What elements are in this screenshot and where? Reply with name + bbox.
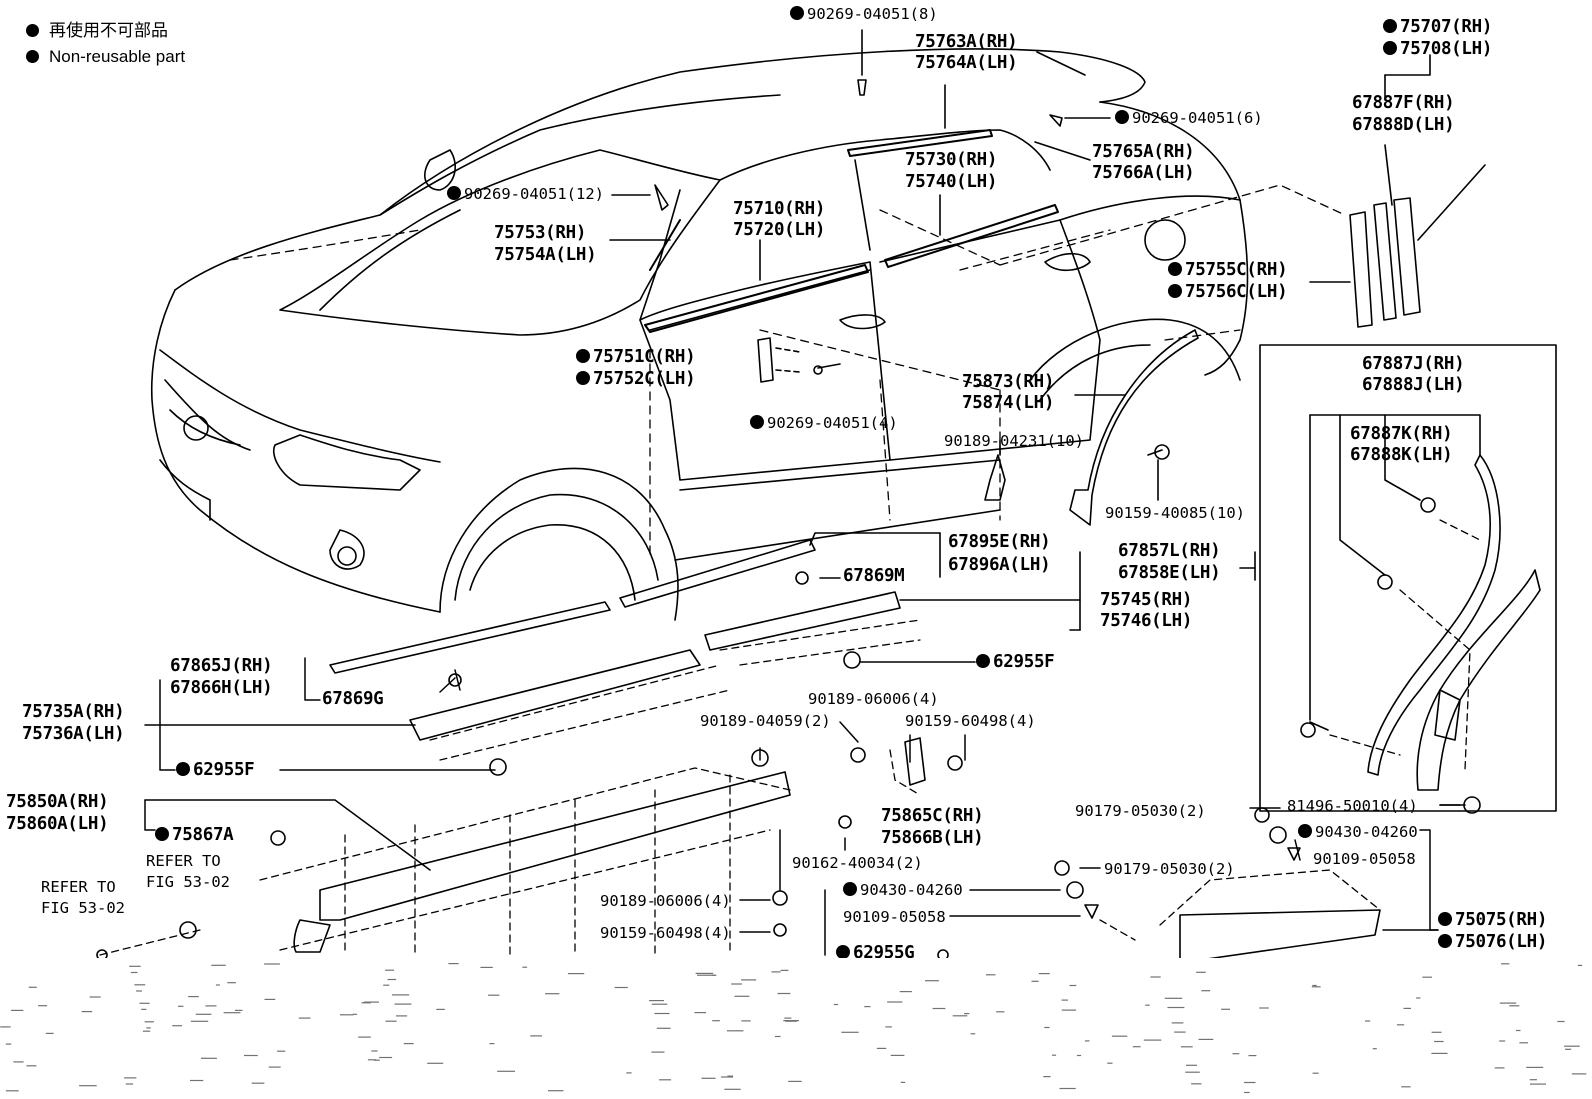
part-label: 75730(RH) — [905, 150, 998, 170]
part-label: 90159-60498(4) — [600, 924, 731, 942]
part-label: 75710(RH) — [733, 199, 826, 219]
part-label: 75708(LH) — [1383, 39, 1492, 60]
part-label: 75850A(RH) — [6, 792, 109, 812]
part-label: 90109-05058 — [843, 908, 946, 926]
inset-frame — [1259, 344, 1557, 812]
part-label: 75860A(LH) — [6, 814, 109, 834]
part-label: 90189-06006(4) — [600, 892, 731, 910]
leader-lines — [144, 657, 1461, 956]
part-label: 67887K(RH) — [1350, 424, 1453, 444]
part-label: 67866H(LH) — [170, 678, 273, 698]
part-label: 67888J(LH) — [1362, 375, 1465, 395]
part-label: 90179-05030(2) — [1075, 802, 1206, 820]
part-label: 75873(RH) — [962, 372, 1055, 392]
rocker-moldings — [293, 532, 1381, 961]
part-label: 75756C(LH) — [1168, 282, 1288, 303]
fasteners — [96, 571, 1301, 961]
fender-mudguard — [984, 329, 1199, 526]
bullet-icon — [26, 50, 39, 63]
part-label: 75752C(LH) — [576, 369, 696, 390]
legend-item-english: Non-reusable part — [26, 46, 185, 68]
part-label: 75736A(LH) — [22, 724, 125, 744]
part-label: 75865C(RH) — [881, 806, 984, 826]
part-label: 90430-04260 — [1298, 822, 1418, 843]
rocker-dashed — [99, 619, 1381, 956]
part-label: 67869G — [322, 689, 384, 709]
reference-note: REFER TO — [41, 878, 116, 896]
b-pillar-garnish — [757, 337, 841, 383]
part-label: 75764A(LH) — [915, 53, 1018, 73]
inset-dashed — [1329, 519, 1481, 771]
part-label: 90269-04051(4) — [750, 413, 898, 434]
part-label: 90269-04051(12) — [447, 184, 604, 205]
reference-note: FIG 53-02 — [146, 873, 230, 891]
part-label: 75765A(RH) — [1092, 142, 1195, 162]
bullet-icon — [26, 24, 39, 37]
part-label: 67857L(RH) — [1118, 541, 1221, 561]
part-label: 75867A — [155, 825, 234, 846]
part-label: 75874(LH) — [962, 393, 1055, 413]
part-label: 75745(RH) — [1100, 590, 1193, 610]
part-label: 90189-04231(10) — [944, 432, 1084, 450]
part-label: 90189-06006(4) — [808, 690, 939, 708]
part-label: 90159-60498(4) — [905, 712, 1036, 730]
part-label: 67888D(LH) — [1352, 115, 1455, 135]
part-label: 75763A(RH) — [915, 32, 1018, 52]
part-label: 67888K(LH) — [1350, 445, 1453, 465]
rear-pillar-garnish — [1309, 54, 1486, 328]
part-label: 75751C(RH) — [576, 347, 696, 368]
part-label: 75766A(LH) — [1092, 163, 1195, 183]
part-label: 67887J(RH) — [1362, 354, 1465, 374]
roof-clips — [609, 29, 1111, 281]
part-label: 67858E(LH) — [1118, 563, 1221, 583]
part-label: 90159-40085(10) — [1105, 504, 1245, 522]
part-label: 90269-04051(8) — [790, 4, 938, 25]
part-label: 67895E(RH) — [948, 532, 1051, 552]
part-label: 75707(RH) — [1383, 17, 1492, 38]
scan-noise-region — [0, 958, 1592, 1099]
window-moldings — [644, 129, 1059, 333]
part-label: 75075(RH) — [1438, 910, 1547, 931]
car-body-outline — [150, 48, 1249, 621]
part-label: 67865J(RH) — [170, 656, 273, 676]
part-label: 67887F(RH) — [1352, 93, 1455, 113]
part-label: 67896A(LH) — [948, 555, 1051, 575]
part-label: 90109-05058 — [1313, 850, 1416, 868]
inset-liner — [1300, 414, 1541, 814]
legend-text-japanese: 再使用不可部品 — [49, 21, 168, 40]
part-label: 90189-04059(2) — [700, 712, 831, 730]
part-label: 90162-40034(2) — [792, 854, 923, 872]
part-label: 75735A(RH) — [22, 702, 125, 722]
legend-text-english: Non-reusable part — [49, 47, 186, 66]
part-label: 90269-04051(6) — [1115, 108, 1263, 129]
part-label: 75720(LH) — [733, 220, 826, 240]
part-label: 75746(LH) — [1100, 611, 1193, 631]
part-label: 62955F — [176, 760, 255, 781]
part-label: 75740(LH) — [905, 172, 998, 192]
part-label: 81496-50010(4) — [1287, 797, 1418, 815]
part-label: 75755C(RH) — [1168, 260, 1288, 281]
part-label: 90179-05030(2) — [1104, 860, 1235, 878]
part-label: 90430-04260 — [843, 880, 963, 901]
part-label: 67869M — [843, 566, 905, 586]
reference-note: FIG 53-02 — [41, 899, 125, 917]
part-label: 75754A(LH) — [494, 245, 597, 265]
reference-note: REFER TO — [146, 852, 221, 870]
part-label: 62955F — [976, 652, 1055, 673]
legend-item-japanese: 再使用不可部品 — [26, 20, 168, 42]
part-label: 75866B(LH) — [881, 828, 984, 848]
part-label: 75753(RH) — [494, 223, 587, 243]
part-label: 75076(LH) — [1438, 932, 1547, 953]
